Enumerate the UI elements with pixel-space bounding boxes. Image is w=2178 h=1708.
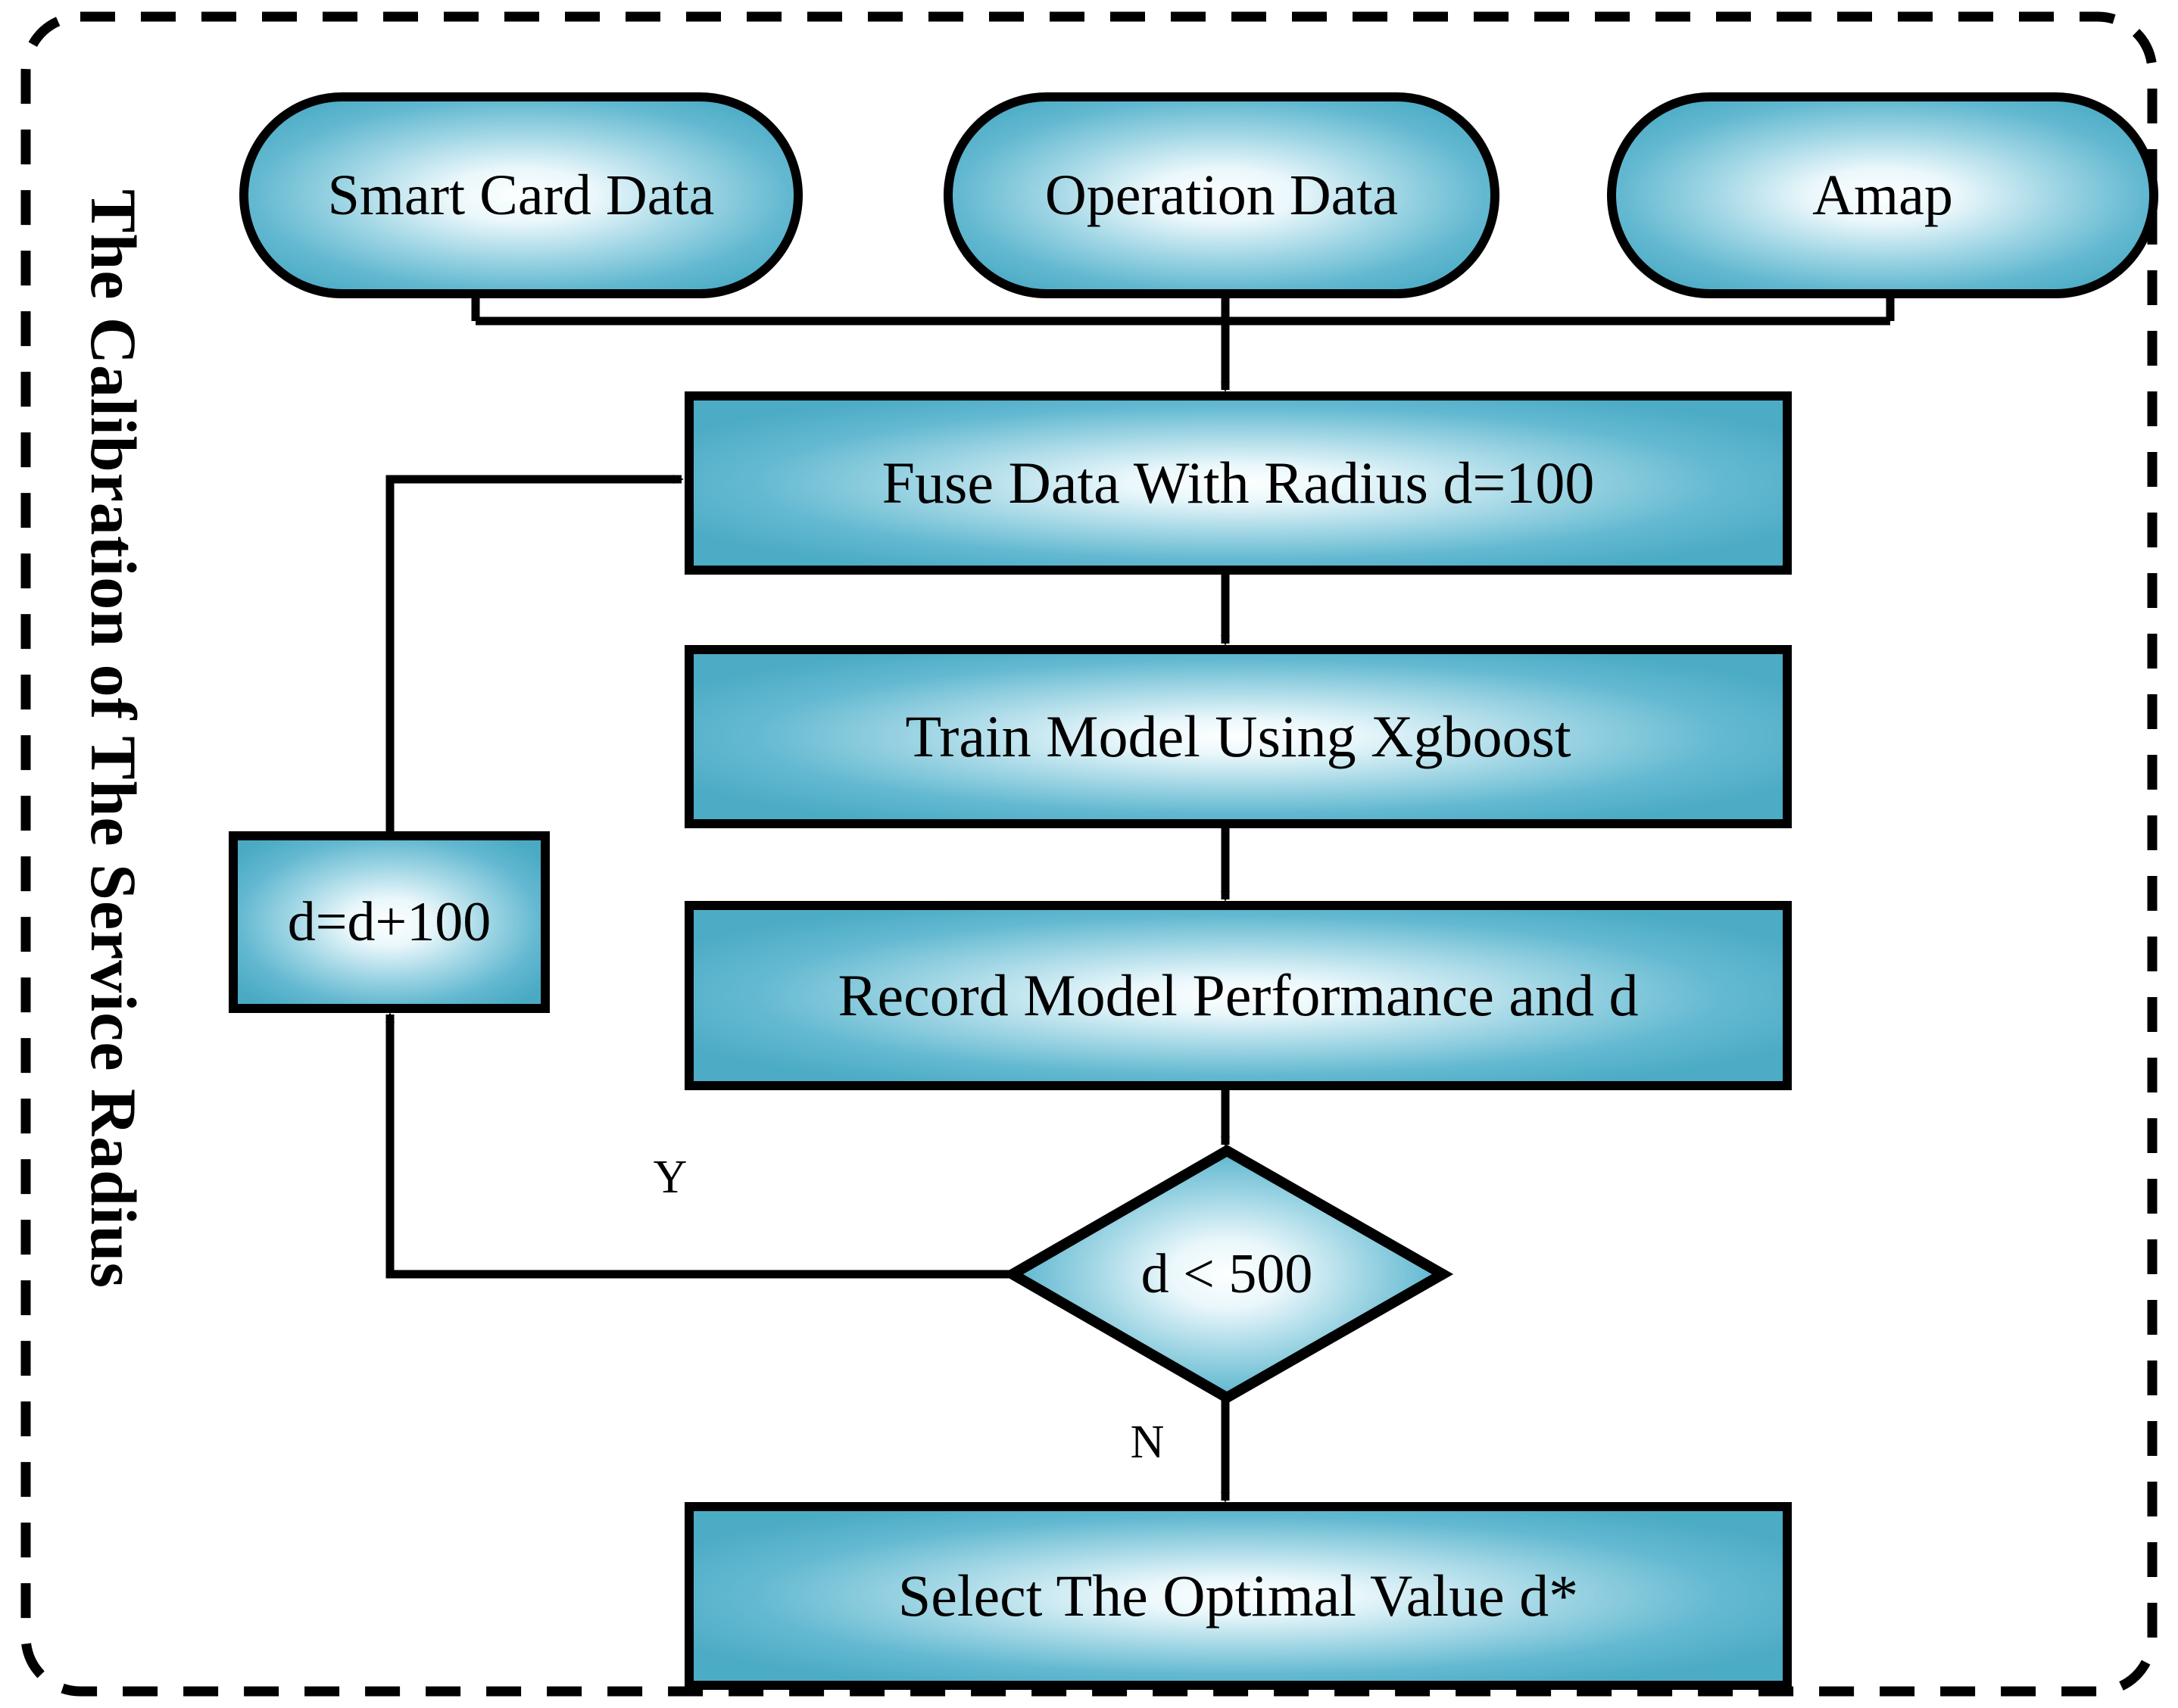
node-train-model [685, 645, 1792, 828]
node-amap [1607, 92, 2158, 298]
node-record-performance [685, 901, 1792, 1090]
edge-decision-yes-to-increment [385, 1012, 1013, 1279]
node-increment-d [229, 831, 550, 1013]
node-fuse-data [685, 391, 1792, 575]
node-decision-d [1001, 1144, 1454, 1404]
panel-title: The Calibration of The Service Radius [77, 189, 150, 1289]
edge-increment-to-fuse [385, 475, 684, 836]
node-smart-card-data [239, 92, 803, 298]
node-select-optimal [685, 1502, 1792, 1690]
node-operation-data [944, 92, 1499, 298]
